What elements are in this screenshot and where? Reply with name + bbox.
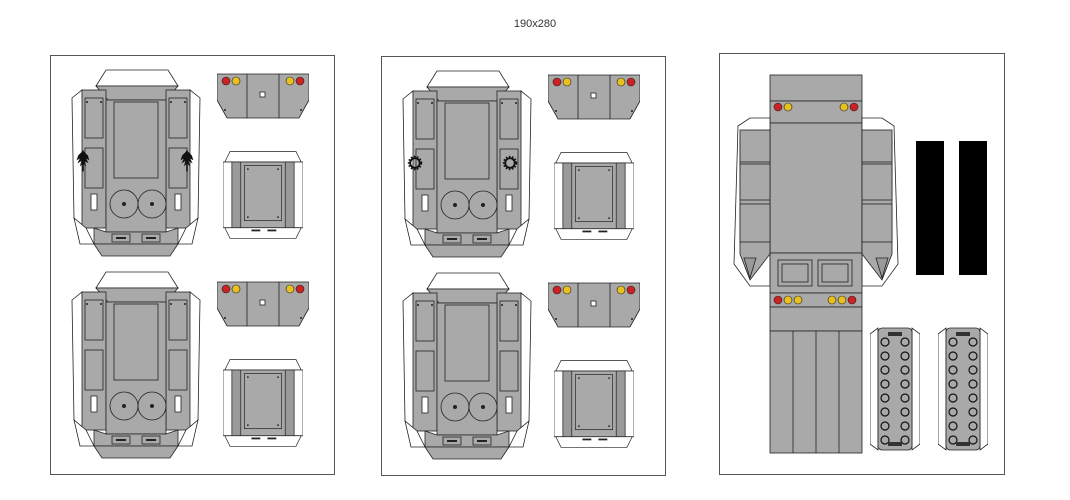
paper-sheet-3 (719, 53, 1005, 475)
black-strip-right (959, 141, 987, 275)
paper-sheet-1 (50, 55, 335, 475)
hatch-box-bottom (554, 359, 634, 448)
hull-deck (769, 122, 863, 254)
rear-plate-top (217, 73, 309, 119)
track-strip-right (938, 327, 988, 451)
sheet-3-artwork (733, 74, 988, 454)
page-title: 190x280 (513, 18, 557, 30)
paper-sheet-2 (381, 56, 666, 476)
black-strip-left (916, 141, 944, 275)
cab-net-bottom (71, 271, 201, 459)
cab-net-top (402, 70, 532, 258)
hull-light-bar (769, 100, 863, 124)
hull-top-cap (769, 74, 863, 102)
rear-plate-bottom (217, 281, 309, 327)
cab-net-bottom (402, 272, 532, 460)
hatch-box-bottom (223, 358, 303, 447)
cab-net-top (71, 69, 201, 257)
hatch-box-top (554, 151, 634, 240)
rear-plate-top (548, 74, 640, 120)
sheet-2-artwork (402, 70, 640, 460)
rear-plate-bottom (548, 282, 640, 328)
sheet-1-artwork (71, 69, 309, 459)
track-strip-left (870, 327, 920, 451)
hatch-box-top (223, 150, 303, 239)
